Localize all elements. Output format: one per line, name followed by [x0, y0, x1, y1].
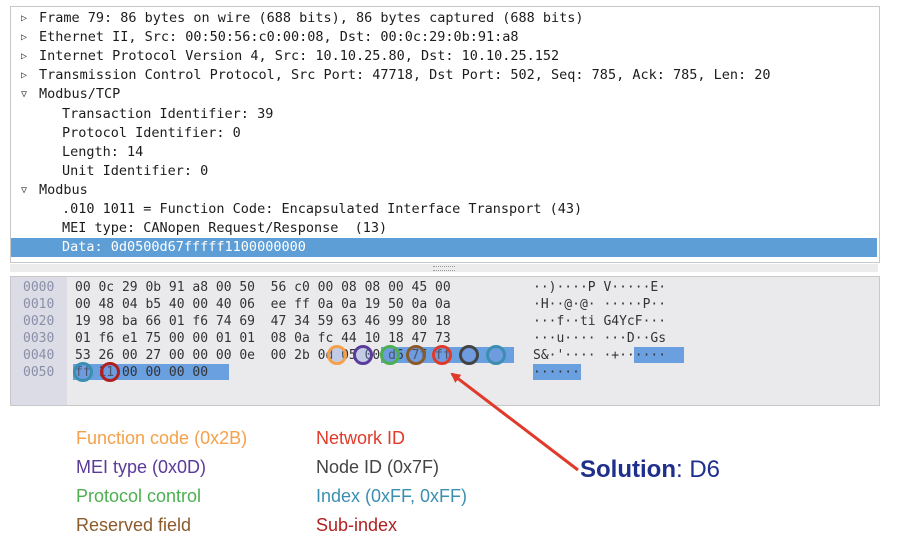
- hex-offset: 0030: [23, 331, 55, 346]
- detail-row[interactable]: Transaction Identifier: 39: [11, 105, 877, 124]
- detail-row-text: Unit Identifier: 0: [62, 162, 209, 179]
- detail-row[interactable]: ▷ Frame 79: 86 bytes on wire (688 bits), …: [11, 9, 877, 28]
- detail-row[interactable]: ▷ Internet Protocol Version 4, Src: 10.10…: [11, 47, 877, 66]
- legend-function-code: Function code (0x2B): [76, 428, 248, 448]
- detail-row[interactable]: .010 1011 = Function Code: Encapsulated …: [11, 200, 877, 219]
- ascii-text: ·H··@·@· ·····P··: [533, 297, 667, 312]
- expand-down-icon[interactable]: ▽: [21, 184, 28, 196]
- ascii-text: ···f··ti G4YcF···: [533, 314, 667, 329]
- detail-row-text: Protocol Identifier: 0: [62, 124, 241, 141]
- solution-label: Solution: [580, 456, 676, 483]
- packet-details-pane[interactable]: ▷ Frame 79: 86 bytes on wire (688 bits), …: [10, 6, 880, 263]
- reserved-field-circle: [406, 345, 426, 365]
- node-id-circle: [459, 345, 479, 365]
- legend-sub-index: Sub-index: [316, 515, 398, 535]
- sub-index-circle: [100, 362, 120, 382]
- mei-type-circle: [353, 345, 373, 365]
- hex-offset: 0040: [23, 348, 55, 363]
- expand-down-icon[interactable]: ▽: [21, 89, 28, 101]
- hex-row[interactable]: 0050 ff 11 00 00 00 00 ······: [11, 364, 879, 381]
- detail-row-text: Transmission Control Protocol, Src Port:…: [39, 67, 771, 84]
- hex-offset: 0020: [23, 314, 55, 329]
- hex-row[interactable]: 0020 19 98 ba 66 01 f6 74 69 47 34 59 63 …: [11, 313, 879, 330]
- expand-right-icon[interactable]: ▷: [21, 51, 28, 63]
- legend-protocol-control: Protocol control: [76, 486, 202, 506]
- hex-row[interactable]: 0010 00 48 04 b5 40 00 40 06 ee ff 0a 0a …: [11, 296, 879, 313]
- solution-text: Solution: D6: [580, 456, 720, 484]
- solution-value: : D6: [675, 456, 720, 483]
- hex-offset: 0000: [23, 280, 55, 295]
- hex-bytes: 00 48 04 b5 40 00 40 06 ee ff 0a 0a 19 5…: [75, 297, 451, 312]
- detail-row[interactable]: ▽ Modbus: [11, 181, 877, 200]
- hex-bytes: 00 0c 29 0b 91 a8 00 50 56 c0 00 08 08 0…: [75, 280, 451, 295]
- detail-row-text: .010 1011 = Function Code: Encapsulated …: [62, 201, 583, 217]
- hex-row[interactable]: 0000 00 0c 29 0b 91 a8 00 50 56 c0 00 08 …: [11, 279, 879, 296]
- function-code-circle: [327, 345, 347, 365]
- detail-row-text: Transaction Identifier: 39: [62, 105, 274, 122]
- network-id-circle: [432, 345, 452, 365]
- packet-bytes-pane[interactable]: 0000 00 0c 29 0b 91 a8 00 50 56 c0 00 08 …: [10, 276, 880, 406]
- hex-bytes: 01 f6 e1 75 00 00 01 01 08 0a fc 44 10 1…: [75, 331, 451, 346]
- pane-splitter[interactable]: [10, 264, 878, 272]
- ascii-text: ···u···· ···D··Gs: [533, 331, 667, 346]
- detail-row[interactable]: Length: 14: [11, 143, 877, 162]
- detail-row[interactable]: MEI type: CANopen Request/Response (13): [11, 219, 877, 238]
- hex-offset: 0010: [23, 297, 55, 312]
- ascii-text: S&·'···· ·+······: [533, 348, 667, 363]
- detail-row-text: Modbus: [39, 181, 88, 198]
- detail-row-text: Length: 14: [62, 143, 144, 160]
- legend-index: Index (0xFF, 0xFF): [316, 486, 468, 506]
- detail-row-text: MEI type: CANopen Request/Response (13): [62, 220, 388, 237]
- legend-reserved-field: Reserved field: [76, 515, 192, 535]
- detail-row[interactable]: Unit Identifier: 0: [11, 162, 877, 181]
- splitter-grip[interactable]: [433, 266, 455, 271]
- detail-row[interactable]: ▽ Modbus/TCP: [11, 85, 877, 104]
- ascii-highlight-row-0040: [634, 347, 684, 363]
- protocol-control-circle: [380, 345, 400, 365]
- hex-row[interactable]: 0030 01 f6 e1 75 00 00 01 01 08 0a fc 44 …: [11, 330, 879, 347]
- expand-right-icon[interactable]: ▷: [21, 32, 28, 44]
- detail-row[interactable]: Data: 0d0500d67fffff1100000000: [11, 238, 877, 258]
- index-circle-1: [486, 345, 506, 365]
- ascii-text: ······: [533, 365, 580, 380]
- expand-right-icon[interactable]: ▷: [21, 70, 28, 82]
- legend-network-id: Network ID: [316, 428, 406, 448]
- detail-row-text: Internet Protocol Version 4, Src: 10.10.…: [39, 48, 560, 65]
- legend-mei-type: MEI type (0x0D): [76, 457, 207, 477]
- detail-row-text: Data: 0d0500d67fffff1100000000: [62, 239, 306, 256]
- hex-offset: 0050: [23, 365, 55, 380]
- offset-column: [11, 277, 67, 405]
- detail-row[interactable]: ▷ Ethernet II, Src: 00:50:56:c0:00:08, Ds…: [11, 28, 877, 47]
- detail-row-text: Modbus/TCP: [39, 86, 121, 103]
- legend-node-id: Node ID (0x7F): [316, 457, 440, 477]
- hex-bytes: ff 11 00 00 00 00: [75, 365, 209, 380]
- detail-row-text: Ethernet II, Src: 00:50:56:c0:00:08, Dst…: [39, 29, 519, 46]
- detail-row[interactable]: Protocol Identifier: 0: [11, 124, 877, 143]
- detail-row[interactable]: ▷ Transmission Control Protocol, Src Port…: [11, 66, 877, 85]
- hex-bytes: 19 98 ba 66 01 f6 74 69 47 34 59 63 46 9…: [75, 314, 451, 329]
- detail-row-text: Frame 79: 86 bytes on wire (688 bits), 8…: [39, 10, 584, 26]
- index-circle-2: [73, 362, 93, 382]
- expand-right-icon[interactable]: ▷: [21, 13, 28, 24]
- ascii-text: ··)····P V·····E·: [533, 280, 667, 295]
